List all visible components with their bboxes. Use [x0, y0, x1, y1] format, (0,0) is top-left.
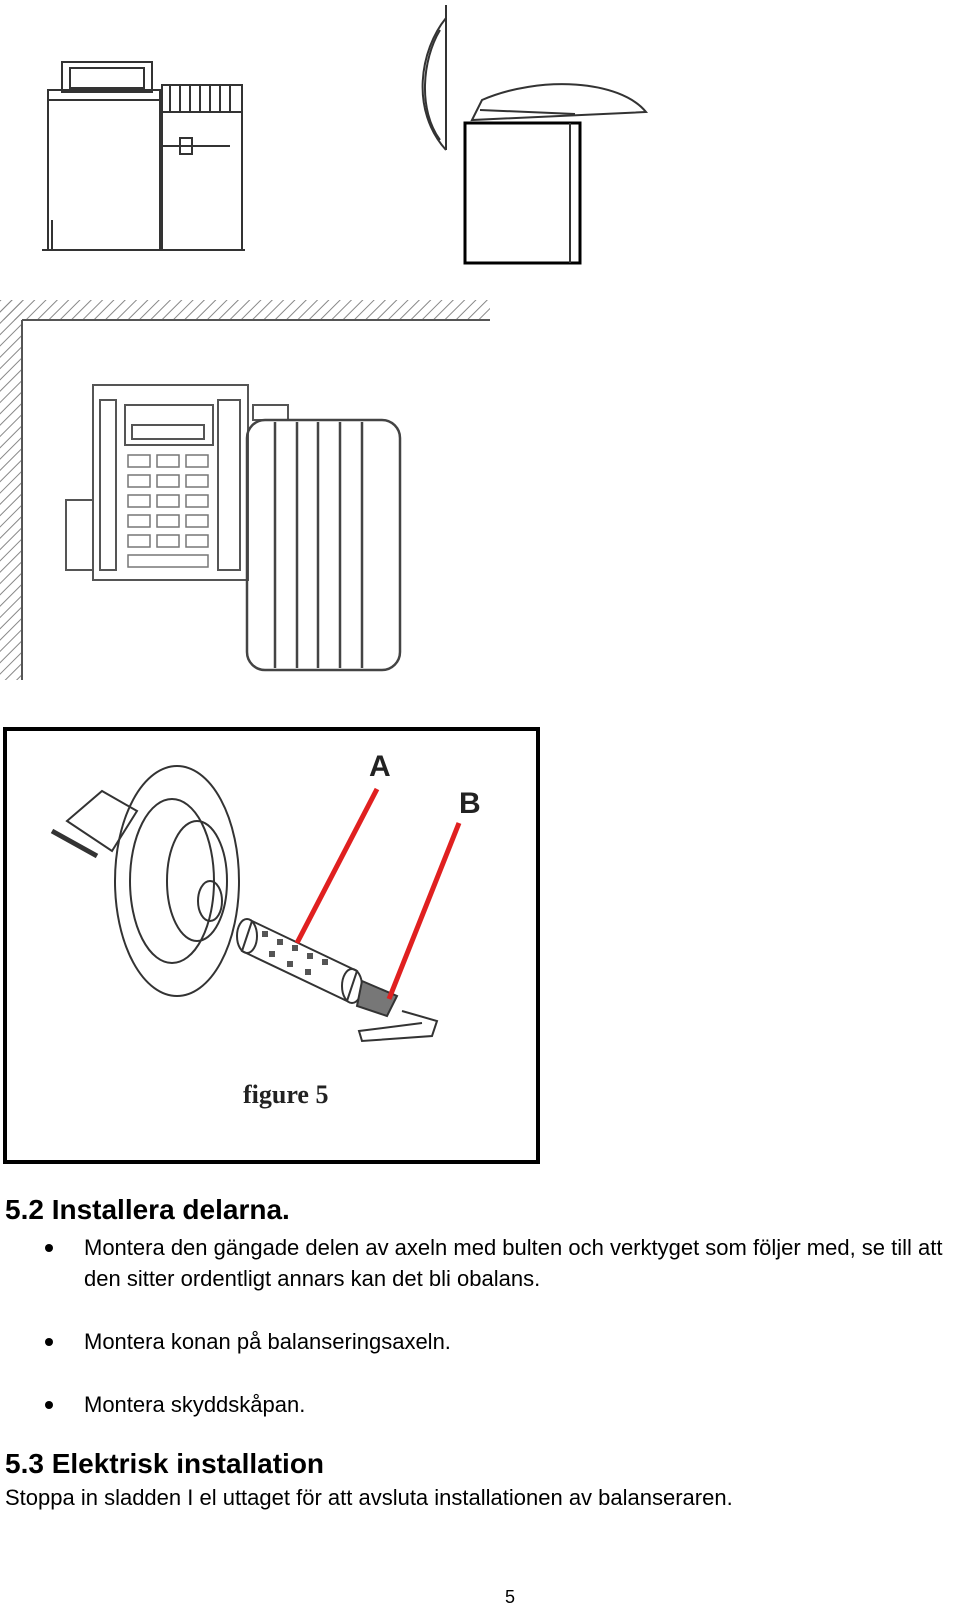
balancer-side-view-figure: [42, 61, 245, 251]
section-heading-5-2: 5.2 Installera delarna.: [5, 1194, 290, 1225]
shaft-assembly-figure: A B figure 5: [50, 750, 481, 1109]
list-item: Montera den gängade delen av axeln med b…: [0, 1232, 960, 1294]
list-item: Montera skyddskåpan.: [0, 1389, 960, 1420]
label-a: A: [369, 750, 391, 783]
installation-steps-list: Montera den gängade delen av axeln med b…: [0, 1232, 960, 1420]
room-placement-top-view-figure: [0, 300, 490, 680]
arrow-b: [386, 822, 462, 1000]
bullet-icon: [45, 1338, 53, 1346]
figure-caption: figure 5: [243, 1080, 328, 1109]
hood-cover-figure: [421, 5, 649, 265]
list-item-text: Montera den gängade delen av axeln med b…: [84, 1235, 943, 1291]
electrical-instruction-text: Stoppa in sladden I el uttaget för att a…: [5, 1485, 733, 1510]
list-item-text: Montera skyddskåpan.: [84, 1392, 306, 1417]
label-b: B: [459, 787, 481, 820]
figure-5-frame: A B figure 5: [3, 727, 540, 1164]
bullet-icon: [45, 1244, 53, 1252]
section-heading-5-3: 5.3 Elektrisk installation: [5, 1448, 325, 1479]
arrow-a: [294, 787, 380, 945]
list-item-text: Montera konan på balanseringsaxeln.: [84, 1329, 451, 1354]
list-item: Montera konan på balanseringsaxeln.: [0, 1326, 960, 1357]
bullet-icon: [45, 1401, 53, 1409]
page-number: 5: [504, 1587, 515, 1607]
